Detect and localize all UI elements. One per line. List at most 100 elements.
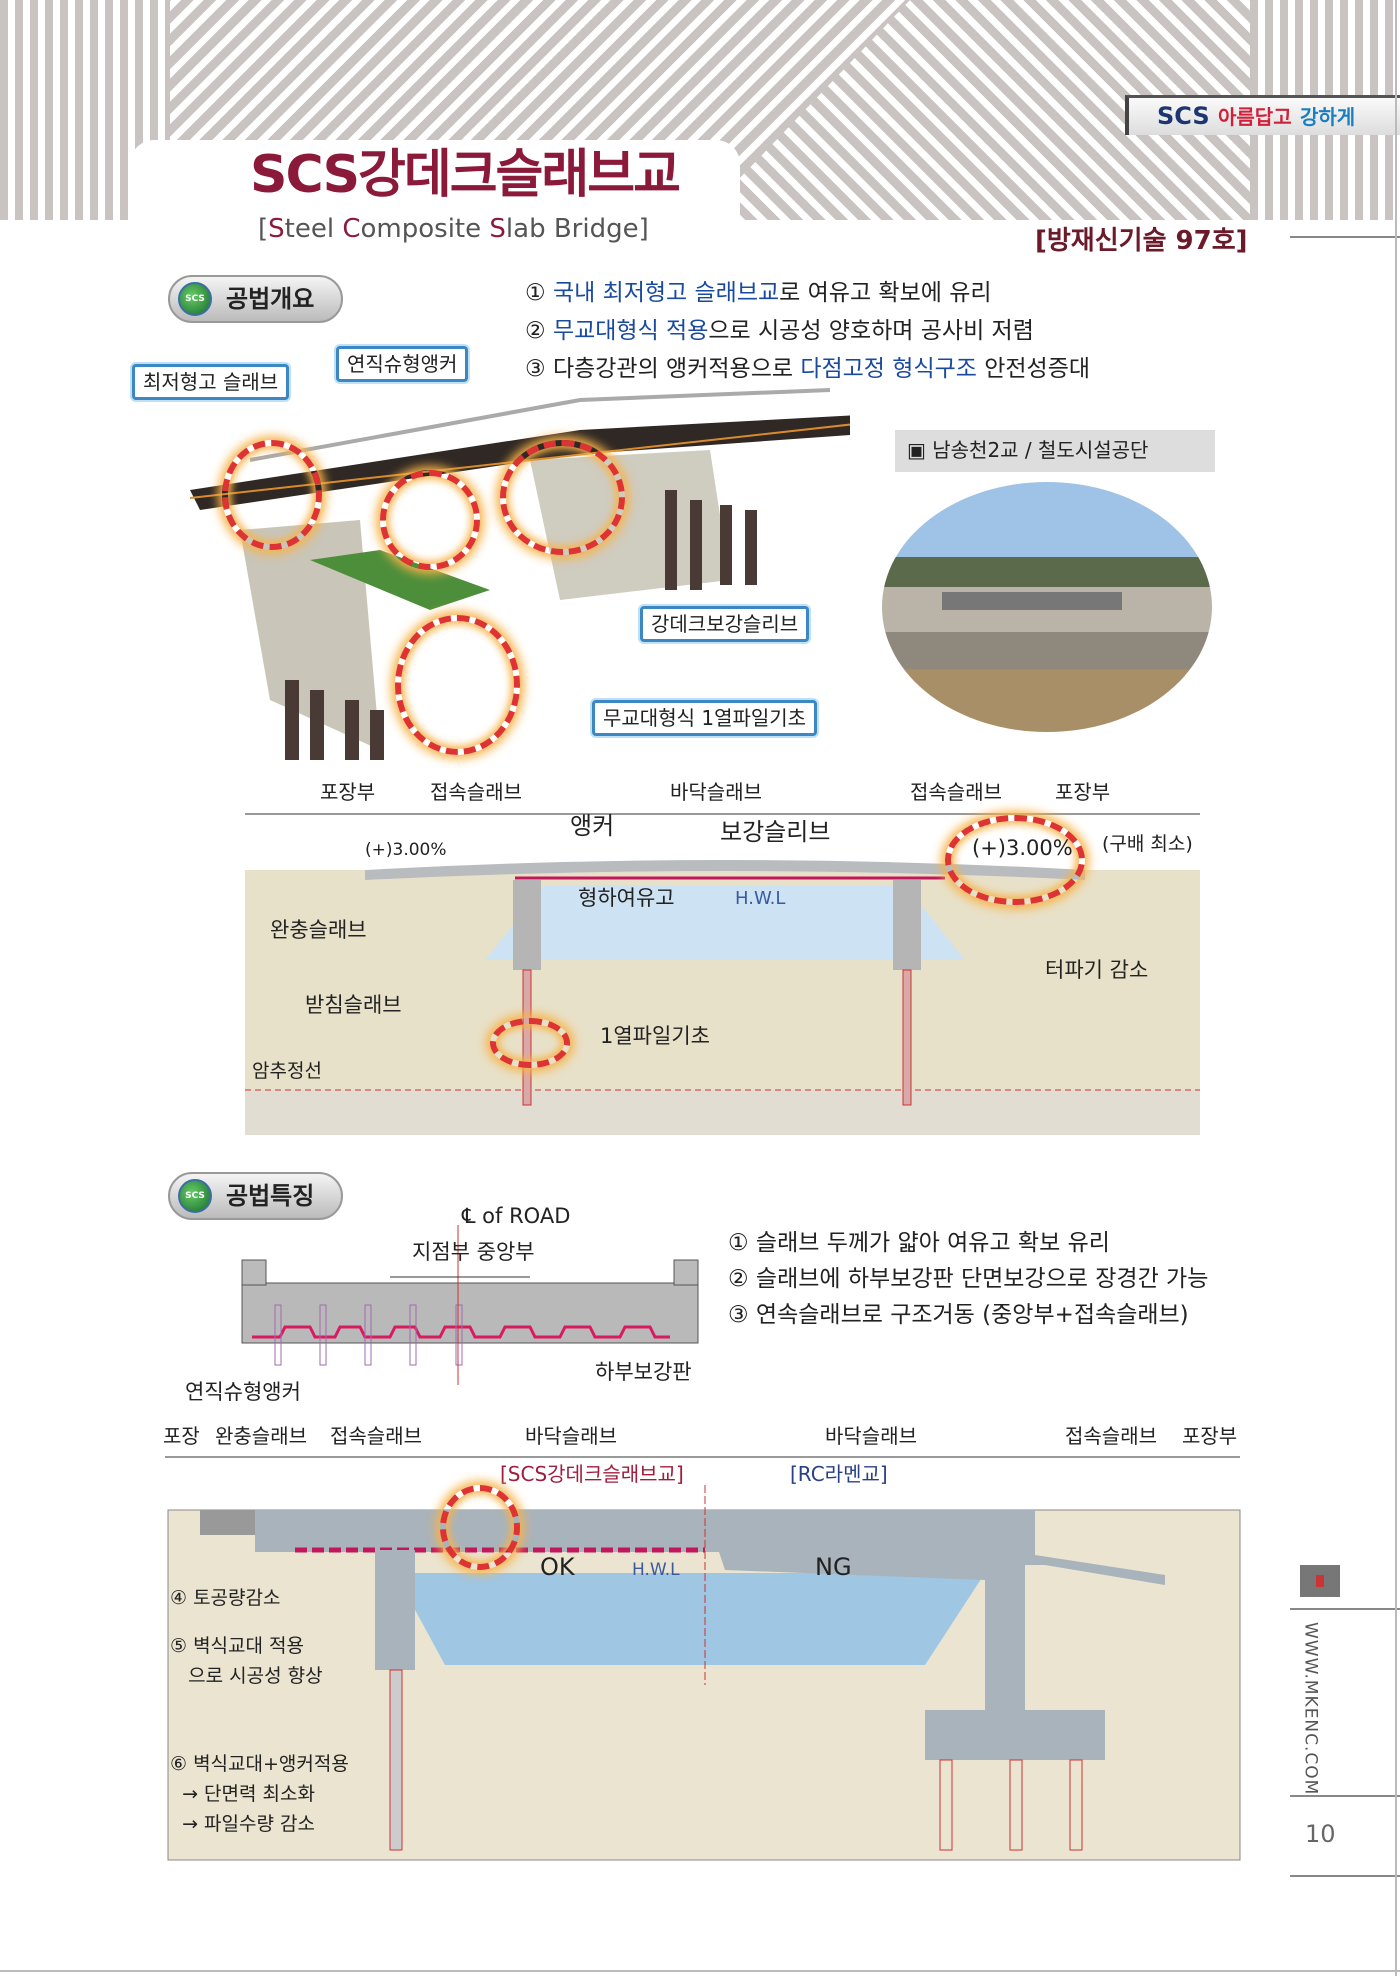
callout-anchor: 연직슈형앵커 bbox=[336, 346, 469, 382]
note-label: → 단면력 최소화 bbox=[170, 1783, 315, 1805]
pile bbox=[389, 1669, 403, 1851]
hwl-label: H.W.L bbox=[632, 1560, 680, 1580]
parapet-right bbox=[673, 1259, 699, 1286]
centerline-label: ℄ of ROAD bbox=[462, 1204, 571, 1228]
overview-bullet: ② 무교대형식 적용으로 시공성 양호하며 공사비 저렴 bbox=[525, 318, 1034, 346]
parapet-left bbox=[241, 1259, 267, 1286]
slab-section-diagram bbox=[241, 1225, 699, 1385]
bullet-highlight: 무교대형식 적용 bbox=[552, 318, 709, 344]
dim-label: 접속슬래브 bbox=[910, 780, 1002, 804]
section-label: 공법개요 bbox=[226, 284, 315, 313]
bullet-num: ① bbox=[525, 280, 546, 306]
photo-caption: ▣ 남송천2교 / 철도시설공단 bbox=[895, 430, 1215, 472]
highlight-ring bbox=[380, 470, 480, 570]
dim-label: 접속슬래브 bbox=[1065, 1424, 1157, 1448]
dim-label: 바닥슬래브 bbox=[525, 1424, 617, 1448]
sub-part: omposite bbox=[360, 214, 490, 244]
highlight-ring bbox=[395, 615, 520, 755]
bullet-num: ③ bbox=[525, 356, 546, 382]
dim-label: 포장부 bbox=[1182, 1424, 1238, 1448]
callout-sleeve: 강데크보강슬리브 bbox=[640, 606, 810, 642]
scs-logo-icon: SCS bbox=[178, 1179, 212, 1213]
dim-label: 접속슬래브 bbox=[430, 780, 522, 804]
clearance-label: 형하여유고 bbox=[578, 886, 675, 910]
bullet-num: ② bbox=[525, 318, 546, 344]
slogan-tag: SCS 아름답고 강하게 bbox=[1125, 95, 1400, 135]
highlight-ring bbox=[440, 1485, 520, 1570]
page-number: 10 bbox=[1305, 1820, 1336, 1848]
dim-label: 포장부 bbox=[320, 780, 376, 804]
bearing-slab-label: 받침슬래브 bbox=[305, 993, 402, 1017]
overview-bullet: ③ 다층강관의 앵커적용으로 다점고정 형식구조 안전성증대 bbox=[525, 356, 1090, 384]
divider bbox=[1290, 1875, 1400, 1877]
callout-pile-foundation: 무교대형식 1열파일기초 bbox=[592, 700, 818, 736]
rock-layer bbox=[245, 1090, 1200, 1135]
support-center-label: 지점부 중앙부 bbox=[412, 1240, 535, 1264]
bullet-highlight: 국내 최저형고 슬래브교 bbox=[552, 280, 780, 306]
slab bbox=[365, 860, 1085, 880]
sub-part: lab Bridge] bbox=[505, 214, 649, 244]
sleeve-label: 보강슬리브 bbox=[720, 818, 831, 846]
page-title: SCS강데크슬래브교 bbox=[250, 145, 681, 205]
photo-bridge-deck bbox=[942, 592, 1122, 610]
note-label: ⑥ 벽식교대+앵커적용 bbox=[170, 1753, 349, 1775]
abutment-left bbox=[240, 520, 380, 750]
rock-line-label: 암추정선 bbox=[252, 1060, 322, 1082]
cross-section-diagram-1 bbox=[245, 813, 1200, 1135]
dim-label: 완충슬래브 bbox=[215, 1424, 307, 1448]
pavement bbox=[200, 1510, 265, 1535]
section-label: 공법특징 bbox=[226, 1181, 315, 1210]
sub-part: [ bbox=[258, 214, 269, 244]
scs-logo-icon: SCS bbox=[178, 282, 212, 316]
sub-part: S bbox=[268, 214, 285, 244]
dim-label: 접속슬래브 bbox=[330, 1424, 422, 1448]
anchors bbox=[274, 1304, 463, 1366]
highlight-ring bbox=[945, 815, 1085, 905]
anchor-label: 앵커 bbox=[570, 812, 615, 840]
divider bbox=[1290, 1608, 1400, 1610]
bridge-3d-illustration bbox=[189, 388, 850, 760]
ground bbox=[167, 1509, 1241, 1861]
website-url: WWW.MKENC.COM bbox=[1300, 1622, 1321, 1796]
slope-note: (구배 최소) bbox=[1102, 833, 1193, 855]
certification-label: [방재신기술 97호] bbox=[1035, 226, 1248, 256]
buffer-slab-label: 완충슬래브 bbox=[270, 918, 367, 942]
highlight-ring bbox=[490, 1018, 570, 1068]
feature-bullet: ① 슬래브 두께가 얇아 여유고 확보 유리 bbox=[728, 1230, 1110, 1256]
bullet-text: 으로 시공성 양호하며 공사비 저렴 bbox=[708, 318, 1034, 344]
feature-bullet: ③ 연속슬래브로 구조거동 (중앙부+접속슬래브) bbox=[728, 1302, 1189, 1328]
sub-part: teel bbox=[284, 214, 343, 244]
wall-abutment bbox=[375, 1550, 415, 1670]
water-channel bbox=[485, 885, 965, 960]
slogan-red: 아름답고 bbox=[1218, 105, 1292, 129]
feature-bullet: ② 슬래브에 하부보강판 단면보강으로 장경간 가능 bbox=[728, 1266, 1209, 1292]
divider bbox=[1290, 236, 1400, 238]
bullet-highlight: 다점고정 형식구조 bbox=[800, 356, 977, 382]
divider bbox=[1290, 1795, 1400, 1797]
bullet-text: 다층강관의 앵커적용으로 bbox=[552, 356, 801, 382]
ok-label: OK bbox=[540, 1553, 575, 1581]
section-pill-overview: SCS 공법개요 bbox=[168, 275, 343, 323]
highlight-ring bbox=[500, 440, 625, 555]
slope-label: (+)3.00% bbox=[365, 840, 447, 860]
page-border bbox=[0, 1970, 1400, 1972]
dim-label: 바닥슬래브 bbox=[670, 780, 762, 804]
slope-label: (+)3.00% bbox=[972, 836, 1073, 860]
excavation-label: 터파기 감소 bbox=[1045, 958, 1149, 982]
comparison-section-diagram bbox=[165, 1456, 1241, 1861]
logo-accent bbox=[1316, 1575, 1324, 1587]
page-subtitle: [Steel Composite Slab Bridge] bbox=[258, 214, 649, 245]
rc-piles bbox=[939, 1759, 1083, 1851]
scs-bridge-label: [SCS강데크슬래브교] bbox=[500, 1462, 684, 1486]
railing bbox=[249, 388, 831, 462]
slogan-scs: SCS bbox=[1157, 102, 1210, 130]
page-border bbox=[1395, 0, 1397, 1976]
slogan-blue: 강하게 bbox=[1299, 105, 1356, 129]
note-label: ⑤ 벽식교대 적용 bbox=[170, 1635, 304, 1657]
plate-label: 하부보강판 bbox=[595, 1360, 692, 1384]
dim-label: 바닥슬래브 bbox=[825, 1424, 917, 1448]
bullet-text: 안전성증대 bbox=[976, 356, 1091, 382]
title-box bbox=[130, 140, 740, 280]
rc-bridge-label: [RC라멘교] bbox=[790, 1462, 888, 1486]
sub-part: S bbox=[489, 214, 506, 244]
